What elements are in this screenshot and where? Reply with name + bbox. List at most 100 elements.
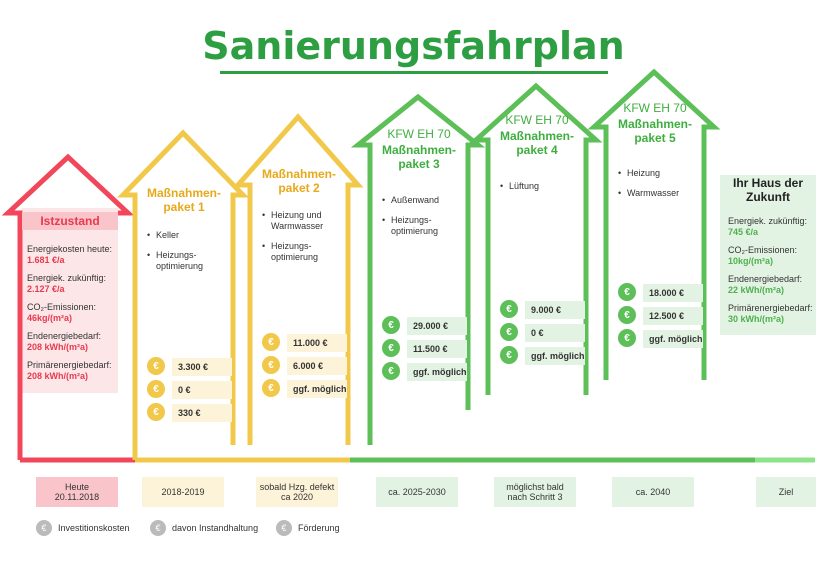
euro-icon: €	[262, 333, 280, 351]
metric-item: Endenergiebedarf:208 kWh/(m²a)	[27, 331, 119, 353]
legend-label: Förderung	[298, 523, 340, 533]
wrench-euro-icon: €	[618, 306, 636, 324]
paket1-house	[117, 129, 249, 460]
cost-value: 0 €	[172, 381, 232, 399]
zukunft-fill	[720, 175, 816, 335]
cost-row: €12.500 €	[618, 306, 708, 325]
cost-value: 29.000 €	[407, 317, 467, 335]
cost-row: €11.500 €	[382, 339, 472, 358]
cost-value: 9.000 €	[525, 301, 585, 319]
cost-row: €3.300 €	[147, 357, 237, 376]
euro-icon: €	[500, 300, 518, 318]
legend-label: davon Instandhaltung	[172, 523, 259, 533]
paket-items: Lüftung	[500, 181, 584, 201]
metric-label: Energiekosten heute:	[27, 244, 113, 254]
metric-item: Energiekosten heute:1.681 €/a	[27, 244, 119, 266]
timeline-label: Ziel	[756, 477, 816, 507]
legend-label: Investitionskosten	[58, 523, 130, 533]
cost-row: € ggf. möglich	[262, 379, 352, 398]
cost-row: €330 €	[147, 403, 237, 422]
timeline-label: Heute 20.11.2018	[36, 477, 118, 507]
metric-label: CO₂-Emissionen:	[728, 245, 798, 255]
cost-value: 3.300 €	[172, 358, 232, 376]
wrench-euro-icon: €	[262, 356, 280, 374]
metric-item: Primärenergiebedarf:30 kWh/(m²a)	[728, 303, 816, 325]
wrench-euro-icon: €	[147, 380, 165, 398]
metric-label: Primärenergiebedarf:	[27, 360, 112, 370]
page-title: Sanierungsfahrplan	[202, 24, 625, 68]
wrench-euro-icon: €	[150, 520, 166, 536]
hand-euro-icon: €	[382, 362, 400, 380]
cost-row: €11.000 €	[262, 333, 352, 352]
hand-euro-icon: €	[276, 520, 292, 536]
paket-items: HeizungWarmwasser	[618, 168, 702, 208]
metric-label: Energiek. zukünftig:	[27, 273, 107, 283]
cost-value: 330 €	[172, 404, 232, 422]
cost-value: 11.500 €	[407, 340, 467, 358]
zukunft-title: Ihr Haus der Zukunft	[732, 176, 804, 204]
paket-item: Heizungs- optimierung	[382, 215, 466, 237]
metric-item: Endenergiebedarf:22 kWh/(m²a)	[728, 274, 816, 296]
istzustand-title-box	[22, 212, 118, 230]
paket-title: Maßnahmen- paket 4	[499, 129, 574, 157]
cost-row: €9.000 €	[500, 300, 590, 319]
paket5-house	[587, 68, 721, 380]
cost-value: ggf. möglich	[287, 380, 347, 398]
metric-value: 22 kWh/(m²a)	[728, 285, 785, 295]
paket4-house	[469, 82, 603, 395]
metric-label: Endenergiebedarf:	[728, 274, 803, 284]
metric-item: Energiek. zukünftig:745 €/a	[728, 216, 816, 238]
cost-value: 12.500 €	[643, 307, 703, 325]
paket3-house	[350, 93, 486, 445]
wrench-euro-icon: €	[382, 339, 400, 357]
metric-label: Energiek. zukünftig:	[728, 216, 808, 226]
paket-subtitle: KFW EH 70	[623, 101, 687, 115]
metric-value: 46kg/(m²a)	[27, 313, 73, 323]
cost-row: €ggf. möglich	[618, 329, 708, 348]
metric-item: CO₂-Emissionen:46kg/(m²a)	[27, 302, 119, 324]
cost-value: 0 €	[525, 324, 585, 342]
paket-title: Maßnahmen- paket 2	[261, 167, 336, 195]
euro-icon: €	[36, 520, 52, 536]
cost-value: 11.000 €	[287, 334, 347, 352]
timeline-label: ca. 2040	[612, 477, 694, 507]
metric-value: 208 kWh/(m²a)	[27, 342, 89, 352]
timeline-label: möglichst bald nach Schritt 3	[494, 477, 576, 507]
hand-euro-icon: €	[262, 379, 280, 397]
paket-title: Maßnahmen- paket 3	[381, 143, 456, 171]
metric-value: 10kg/(m²a)	[728, 256, 774, 266]
wrench-euro-icon: €	[500, 323, 518, 341]
euro-icon: €	[147, 357, 165, 375]
cost-value: 6.000 €	[287, 357, 347, 375]
metric-value: 745 €/a	[728, 227, 759, 237]
cost-row: €6.000 €	[262, 356, 352, 375]
paket-title: Maßnahmen- paket 5	[617, 117, 692, 145]
cost-value: ggf. möglich	[525, 347, 585, 365]
istzustand-house	[1, 153, 135, 460]
cost-row: €ggf. möglich	[382, 362, 472, 381]
paket-title: Maßnahmen- paket 1	[146, 186, 221, 214]
paket2-house	[232, 113, 364, 445]
istzustand-fill	[22, 208, 118, 393]
metric-item: CO₂-Emissionen:10kg/(m²a)	[728, 245, 816, 267]
paket-subtitle: KFW EH 70	[505, 113, 569, 127]
metric-value: 208 kWh/(m²a)	[27, 371, 89, 381]
paket-item: Heizungs- optimierung	[147, 250, 231, 272]
timeline-label: sobald Hzg. defekt ca 2020	[256, 477, 338, 507]
paket-items: KellerHeizungs- optimierung	[147, 230, 231, 281]
cost-value: ggf. möglich	[643, 330, 703, 348]
paket-item: Keller	[147, 230, 231, 241]
metric-item: Energiek. zukünftig:2.127 €/a	[27, 273, 119, 295]
cost-row: €29.000 €	[382, 316, 472, 335]
paket-item: Heizung	[618, 168, 702, 179]
metric-label: CO₂-Emissionen:	[27, 302, 97, 312]
metric-value: 1.681 €/a	[27, 255, 65, 265]
title-underline	[220, 71, 608, 74]
timeline-label: 2018-2019	[142, 477, 224, 507]
paket-item: Außenwand	[382, 195, 466, 206]
hand-euro-icon: €	[147, 403, 165, 421]
paket-item: Heizung und Warmwasser	[262, 210, 346, 232]
metric-value: 2.127 €/a	[27, 284, 65, 294]
cost-value: 18.000 €	[643, 284, 703, 302]
